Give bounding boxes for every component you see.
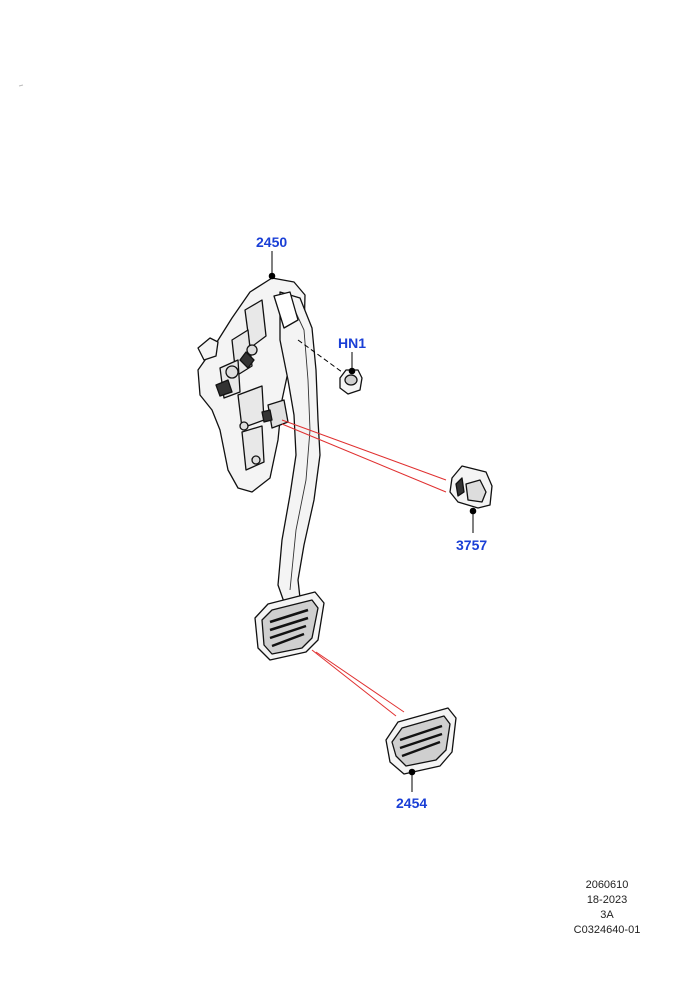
corner-mark	[18, 84, 24, 87]
reference-line-4: C0324640-01	[573, 924, 641, 936]
relation-lines	[281, 419, 447, 717]
pedal-pad-part[interactable]	[385, 707, 457, 775]
reference-line-2: 18-2023	[586, 894, 628, 906]
reference-line-1: 2060610	[585, 879, 629, 891]
callout-2450[interactable]: 2450	[256, 234, 288, 250]
diagram-reference-block: 2060610 18-2023 3A C0324640-01	[552, 878, 662, 938]
callout-hn1[interactable]: HN1	[338, 335, 367, 351]
leader-lines	[268, 251, 477, 792]
reference-line-3: 3A	[600, 909, 614, 921]
clip-part[interactable]	[449, 465, 493, 509]
callout-3757[interactable]: 3757	[456, 537, 488, 553]
nut-part[interactable]	[339, 369, 363, 395]
pedal-pad-on-arm[interactable]	[254, 591, 325, 661]
pedal-box-assembly[interactable]	[197, 277, 321, 603]
callout-2454[interactable]: 2454	[396, 795, 428, 811]
